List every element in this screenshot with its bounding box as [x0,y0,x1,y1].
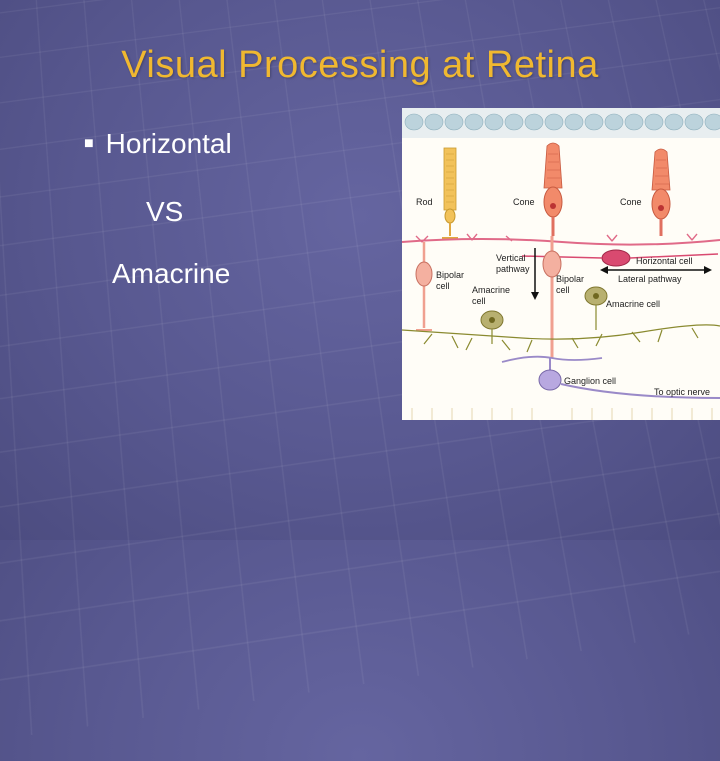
amacrine-text: Amacrine [112,258,230,290]
label-vertical: Vertical [496,253,526,263]
bullet-text: Horizontal [106,128,232,160]
inner-plexiform-layer [402,305,720,352]
cone-cell-1 [544,143,562,236]
amacrine-cell-2 [585,287,607,305]
label-ganglion-cell: Ganglion cell [564,376,616,386]
label-optic-nerve: To optic nerve [654,387,710,397]
label-amacrine-1b: cell [472,296,486,306]
label-cone-2: Cone [620,197,642,207]
bipolar-cell-1 [416,242,432,330]
label-amacrine-2: Amacrine cell [606,299,660,309]
rod-cell [442,148,458,238]
label-horizontal-cell: Horizontal cell [636,256,693,266]
lateral-pathway-arrow [600,266,712,274]
label-bipolar-1b: cell [436,281,450,291]
square-bullet-icon: ■ [84,135,94,153]
label-amacrine-1a: Amacrine [472,285,510,295]
label-lateral-pathway: Lateral pathway [618,274,682,284]
pigment-epithelium [402,108,720,138]
label-bipolar-1a: Bipolar [436,270,464,280]
label-bipolar-2b: cell [556,285,570,295]
vs-text: VS [146,196,183,228]
cone-cell-2 [652,149,670,236]
bullet-item: ■ Horizontal [84,128,232,160]
amacrine-cell-1 [481,311,503,329]
slide-title: Visual Processing at Retina [0,44,720,87]
label-bipolar-2a: Bipolar [556,274,584,284]
retina-diagram: Rod Cone Cone Vertical pathway Horizonta… [402,108,720,420]
label-pathway: pathway [496,264,530,274]
label-rod: Rod [416,197,433,207]
label-cone-1: Cone [513,197,535,207]
nerve-fiber-layer [412,408,712,420]
